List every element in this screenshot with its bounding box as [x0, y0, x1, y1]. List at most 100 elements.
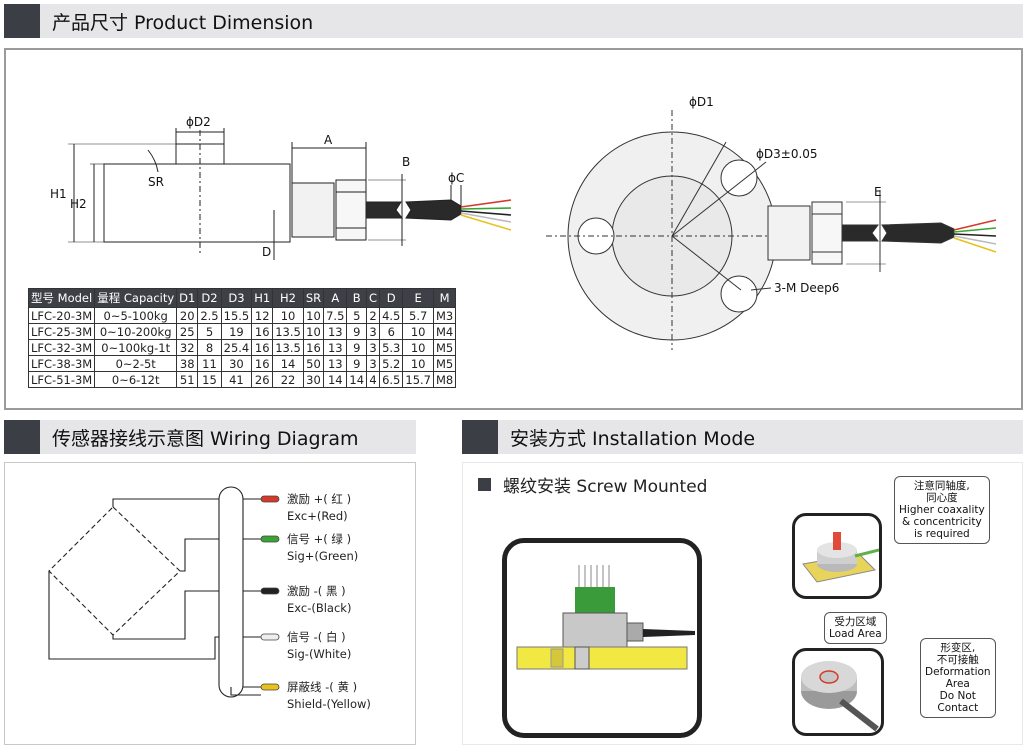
table-cell: 5.2	[379, 355, 404, 372]
table-header-cell: D1	[176, 288, 199, 308]
callout-line: Do Not	[939, 690, 976, 702]
table-cell: 10	[402, 323, 434, 340]
table-header-cell: H1	[251, 288, 274, 308]
wire-label-en: Sig-(White)	[287, 647, 352, 661]
table-cell: 16	[302, 339, 325, 356]
coaxiality-svg	[802, 532, 879, 583]
table-cell: 16	[251, 355, 274, 372]
table-header-cell: H2	[272, 288, 304, 308]
table-cell: LFC-25-3M	[27, 323, 96, 340]
table-cell: 10	[302, 323, 325, 340]
table-header-cell: SR	[302, 288, 325, 308]
table-cell: M4	[432, 323, 457, 340]
bullet-square	[478, 478, 491, 491]
table-cell: M3	[432, 307, 457, 324]
wire-label-cn: 激励 +( 红 )	[287, 492, 352, 506]
table-cell: 9	[346, 323, 368, 340]
table-header-cell: B	[346, 288, 368, 308]
wiring-diagram	[48, 486, 280, 698]
wire-label-en: Shield-(Yellow)	[287, 697, 371, 711]
table-header-cell: 量程 Capacity	[94, 288, 178, 308]
table-cell: 8	[197, 339, 222, 356]
wire-tip	[260, 495, 280, 503]
dimension-title: 产品尺寸 Product Dimension	[52, 11, 314, 34]
table-cell: 22	[272, 371, 304, 388]
wire-label-cn: 屏蔽线 -( 黄 )	[287, 680, 358, 694]
table-cell: 10	[402, 355, 434, 372]
table-cell: 25.4	[220, 339, 253, 356]
table-cell: LFC-38-3M	[27, 355, 96, 372]
dimension-header: 产品尺寸 Product Dimension	[4, 4, 1023, 38]
table-cell: 10	[272, 307, 304, 324]
coaxiality-photo	[792, 513, 882, 599]
table-cell: 2.5	[197, 307, 222, 324]
wiring-title: 传感器接线示意图 Wiring Diagram	[52, 427, 359, 450]
header-marker	[462, 420, 498, 454]
table-header-cell: M	[432, 288, 457, 308]
side-view	[68, 128, 462, 260]
table-cell: 30	[302, 371, 325, 388]
callout-line: Load Area	[829, 628, 882, 640]
table-header-cell: E	[402, 288, 434, 308]
wiring-header: 传感器接线示意图 Wiring Diagram	[4, 420, 416, 454]
dim-label-h2: H2	[70, 197, 87, 211]
dim-label-e: E	[874, 185, 882, 199]
table-cell: 9	[346, 339, 368, 356]
table-cell: 14	[272, 355, 304, 372]
table-header-cell: A	[323, 288, 348, 308]
wire-label: 信号 -( 白 )Sig-(White)	[287, 629, 351, 663]
table-cell: 51	[176, 371, 199, 388]
dim-label-d: D	[262, 245, 271, 259]
table-cell: 0~100kg-1t	[94, 339, 178, 356]
table-header-cell: D3	[220, 288, 253, 308]
table-cell: 0~5-100kg	[94, 307, 178, 324]
table-cell: 14	[346, 371, 368, 388]
screw-mount-illustration	[502, 538, 702, 738]
table-header-cell: C	[366, 288, 381, 308]
install-title: 安装方式 Installation Mode	[510, 427, 756, 450]
callout-line: Area	[945, 678, 970, 690]
wire-label: 信号 +( 绿 )Sig+(Green)	[287, 531, 358, 565]
table-cell: M5	[432, 339, 457, 356]
table-header-cell: D	[379, 288, 404, 308]
table-cell: 5	[346, 307, 368, 324]
screw-mounted-label: 螺纹安装 Screw Mounted	[503, 477, 708, 497]
table-cell: 41	[220, 371, 253, 388]
wire-tip	[260, 633, 280, 641]
table-header-cell: 型号 Model	[27, 288, 96, 308]
install-header: 安装方式 Installation Mode	[462, 420, 1023, 454]
callout-line: & concentricity	[902, 516, 982, 528]
table-cell: 5.7	[402, 307, 434, 324]
dim-label-b: B	[402, 155, 410, 169]
table-cell: 16	[251, 323, 274, 340]
table-cell: 32	[176, 339, 199, 356]
wire-tip	[260, 683, 280, 691]
dim-label-sr: SR	[148, 175, 164, 189]
table-cell: 7.5	[323, 307, 348, 324]
wire-label-cn: 激励 -( 黑 )	[287, 584, 346, 598]
table-cell: 3	[366, 323, 381, 340]
wire-label-cn: 信号 +( 绿 )	[287, 532, 352, 546]
dim-label-a: A	[324, 133, 333, 147]
table-cell: 12	[251, 307, 274, 324]
callout-line: Higher coaxality	[899, 504, 985, 516]
load-area-svg	[801, 661, 879, 732]
side-wires	[460, 199, 512, 231]
front-view	[546, 110, 955, 350]
callout-line: 形变区,	[940, 642, 976, 654]
dim-label-d3: ϕD3±0.05	[756, 147, 818, 161]
table-cell: 3	[366, 339, 381, 356]
table-cell: 14	[323, 371, 348, 388]
table-header-cell: D2	[197, 288, 222, 308]
table-cell: 15.5	[220, 307, 253, 324]
wire-label-en: Exc-(Black)	[287, 601, 352, 615]
table-cell: 10	[302, 307, 325, 324]
